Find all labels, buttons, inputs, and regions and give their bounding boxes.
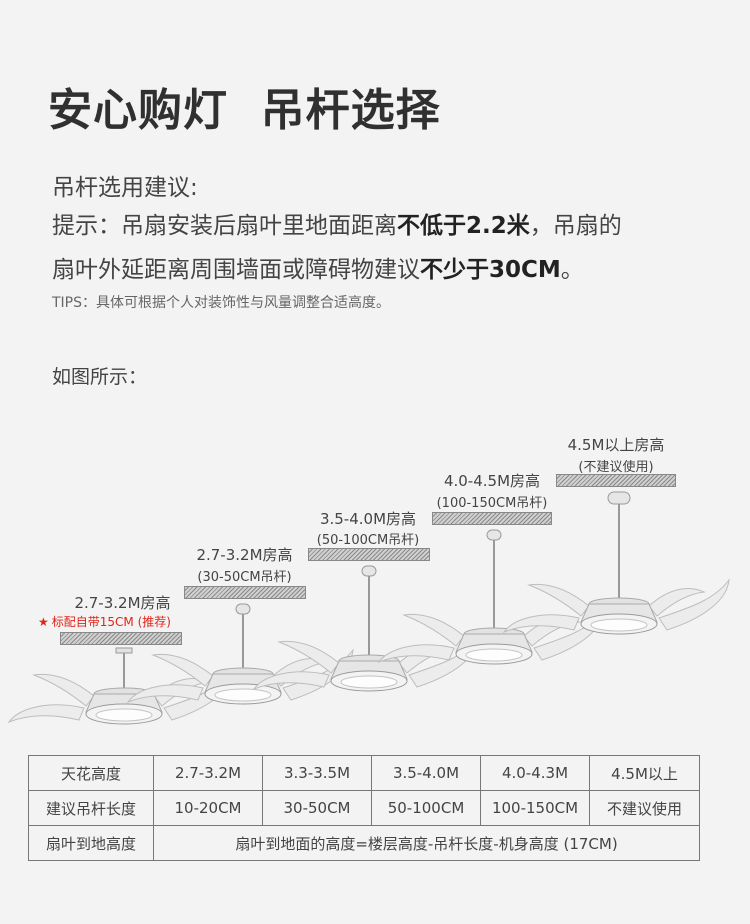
table-merged-cell: 扇叶到地面的高度=楼层高度-吊杆长度-机身高度 (17CM) xyxy=(153,825,700,861)
fan-5 xyxy=(503,491,730,635)
tip-line-2: 扇叶外延距离周围墙面或障碍物建议不少于30CM。 xyxy=(52,257,584,283)
table-cell: 3.3-3.5M xyxy=(262,755,372,791)
fan-4-rod-label: (100-150CM吊杆) xyxy=(436,496,548,511)
table-cell: 3.5-4.0M xyxy=(371,755,481,791)
row-label: 建议吊杆长度 xyxy=(28,790,154,826)
star-icon: ★ xyxy=(38,615,49,629)
fan-5-height-label: 4.5M以上房高 xyxy=(567,436,665,454)
table-cell: 50-100CM xyxy=(371,790,481,826)
ceiling-4 xyxy=(432,512,552,525)
as-shown-label: 如图所示： xyxy=(52,366,148,388)
fan-2 xyxy=(127,603,354,705)
table-row: 建议吊杆长度 10-20CM 30-50CM 50-100CM 100-150C… xyxy=(28,790,700,826)
table-cell: 10-20CM xyxy=(153,790,263,826)
ceiling-3 xyxy=(308,548,430,561)
fan-1-height-label: 2.7-3.2M房高 xyxy=(74,594,171,612)
fan-3-rod-label: (50-100CM吊杆) xyxy=(316,533,420,548)
table-row: 扇叶到地高度 扇叶到地面的高度=楼层高度-吊杆长度-机身高度 (17CM) xyxy=(28,825,700,861)
fan-2-height-label: 2.7-3.2M房高 xyxy=(196,546,293,564)
fan-1-note: ★标配自带15CM (推荐) xyxy=(38,615,171,629)
fan-5-rod-label: (不建议使用) xyxy=(578,460,654,475)
fan-3 xyxy=(253,565,480,692)
fan-4-height-label: 4.0-4.5M房高 xyxy=(443,472,541,490)
ceiling-1 xyxy=(60,632,182,645)
table-cell: 30-50CM xyxy=(262,790,372,826)
table-cell: 4.0-4.3M xyxy=(480,755,590,791)
row-label: 扇叶到地高度 xyxy=(28,825,154,861)
fan-1 xyxy=(8,647,235,725)
tips-note: TIPS：具体可根据个人对装饰性与风量调整合适高度。 xyxy=(52,295,391,311)
page-title: 安心购灯 吊杆选择 xyxy=(48,85,441,136)
rod-advice-heading: 吊杆选用建议: xyxy=(52,175,198,201)
fan-4 xyxy=(378,529,605,665)
fan-2-rod-label: (30-50CM吊杆) xyxy=(197,570,292,585)
row-label: 天花高度 xyxy=(28,755,154,791)
ceiling-5 xyxy=(556,474,676,487)
tip-line-1: 提示：吊扇安装后扇叶里地面距离不低于2.2米，吊扇的 xyxy=(52,213,622,239)
table-cell: 不建议使用 xyxy=(589,790,700,826)
spec-table: 天花高度 2.7-3.2M 3.3-3.5M 3.5-4.0M 4.0-4.3M… xyxy=(28,755,700,861)
table-row: 天花高度 2.7-3.2M 3.3-3.5M 3.5-4.0M 4.0-4.3M… xyxy=(28,755,700,791)
fan-3-height-label: 3.5-4.0M房高 xyxy=(319,510,417,528)
table-cell: 2.7-3.2M xyxy=(153,755,263,791)
ceiling-2 xyxy=(184,586,306,599)
table-cell: 100-150CM xyxy=(480,790,590,826)
table-cell: 4.5M以上 xyxy=(589,755,700,791)
